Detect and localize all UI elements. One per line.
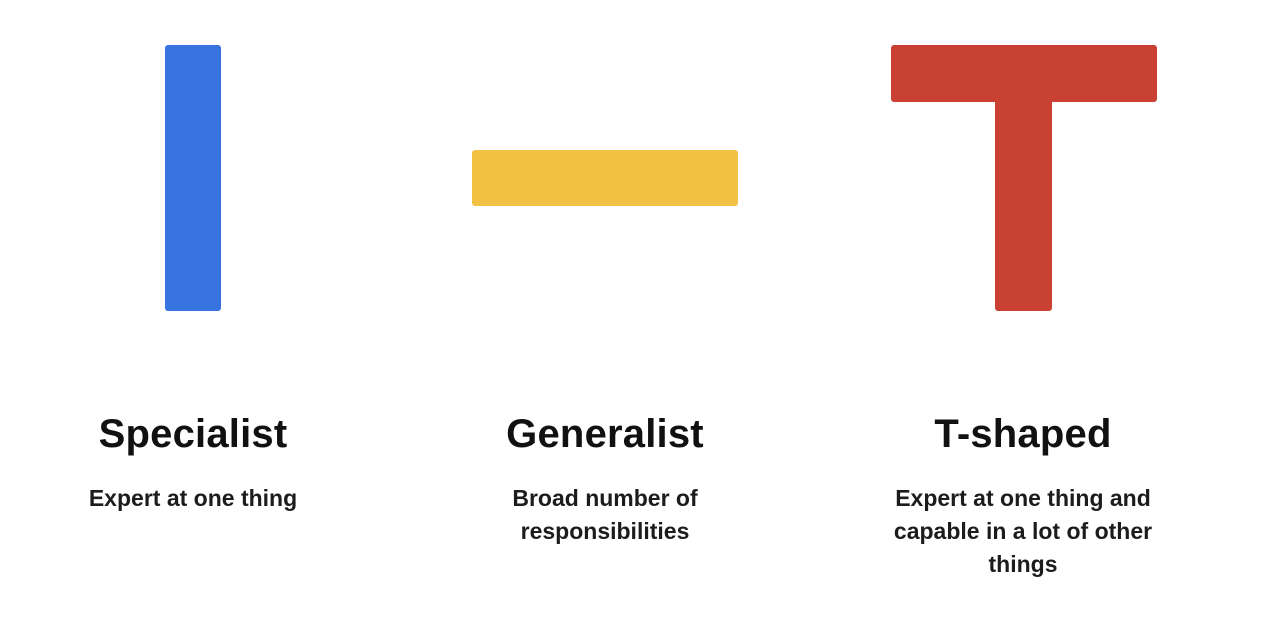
t-shape-stem	[995, 95, 1052, 311]
tshaped-title: T-shaped	[934, 412, 1112, 456]
tshaped-description: Expert at one thing and capable in a lot…	[893, 485, 1153, 577]
tshaped-column: T-shaped Expert at one thing and capable…	[843, 410, 1203, 581]
specialist-column: Specialist Expert at one thing	[43, 410, 343, 515]
specialist-title: Specialist	[98, 412, 288, 456]
generalist-description: Broad number of responsibilities	[512, 485, 698, 544]
t-shape-top-bar	[891, 45, 1157, 102]
specialist-i-shape	[165, 45, 221, 311]
generalist-title: Generalist	[506, 412, 704, 456]
generalist-column: Generalist Broad number of responsibilit…	[455, 410, 755, 548]
specialist-description: Expert at one thing	[88, 485, 298, 511]
generalist-dash-shape	[472, 150, 738, 206]
